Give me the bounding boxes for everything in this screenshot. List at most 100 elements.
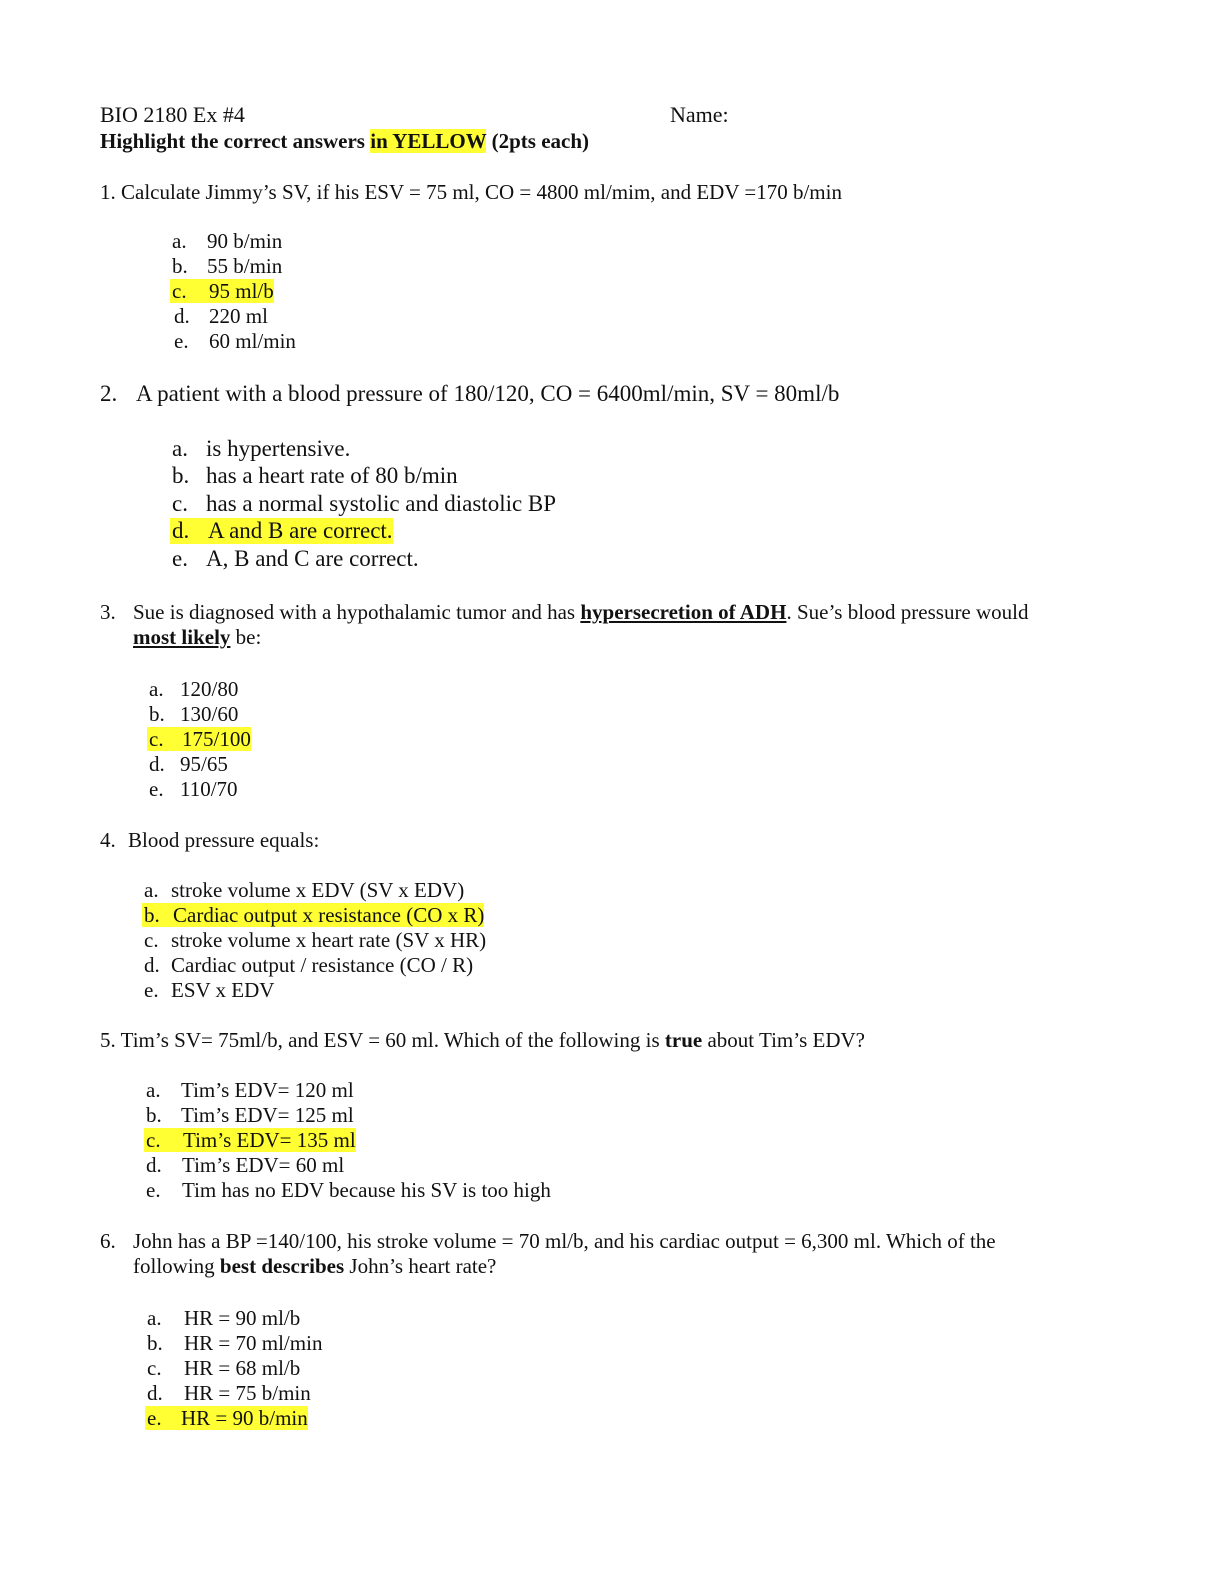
- question-text: Calculate Jimmy’s SV, if his ESV = 75 ml…: [121, 180, 842, 204]
- option-3d[interactable]: d. 95/65: [149, 752, 228, 776]
- question-text-mid: . Sue’s blood pressure would: [786, 600, 1029, 624]
- option-4e[interactable]: e. ESV x EDV: [144, 978, 274, 1002]
- question-4: 4. Blood pressure equals:: [100, 828, 319, 852]
- option-letter: c.: [172, 279, 187, 303]
- option-2d[interactable]: d. A and B are correct.: [170, 518, 393, 545]
- option-text: 120/80: [180, 677, 239, 701]
- option-5b[interactable]: b. Tim’s EDV= 125 ml: [146, 1103, 354, 1127]
- option-letter: a.: [149, 677, 164, 701]
- option-5c[interactable]: c.Tim’s EDV= 135 ml: [144, 1128, 356, 1153]
- option-6c[interactable]: c. HR = 68 ml/b: [147, 1356, 300, 1380]
- option-1c[interactable]: c.95 ml/b: [170, 279, 274, 304]
- option-letter: a.: [144, 878, 159, 902]
- option-3b[interactable]: b.130/60: [149, 702, 238, 726]
- option-text: Tim has no EDV because his SV is too hig…: [182, 1178, 551, 1202]
- option-text: 90 b/min: [207, 229, 283, 253]
- option-text: stroke volume x EDV (SV x EDV): [171, 878, 465, 902]
- option-3a[interactable]: a. 120/80: [149, 677, 238, 701]
- option-text: Tim’s EDV= 135 ml: [183, 1128, 356, 1152]
- option-1a[interactable]: a. 90 b/min: [172, 229, 282, 253]
- option-text: Tim’s EDV= 120 ml: [181, 1078, 354, 1102]
- option-6e[interactable]: e.HR = 90 b/min: [145, 1406, 308, 1431]
- question-number: 3.: [100, 600, 116, 624]
- option-letter: e.: [174, 329, 189, 353]
- option-letter: a.: [146, 1078, 161, 1102]
- option-letter: b.: [172, 254, 188, 278]
- option-text: Cardiac output / resistance (CO / R): [171, 953, 474, 977]
- option-letter: c.: [172, 491, 188, 516]
- option-text: ESV x EDV: [171, 978, 275, 1002]
- option-2e[interactable]: e.A, B and C are correct.: [172, 546, 419, 572]
- option-2c[interactable]: c. has a normal systolic and diastolic BP: [172, 491, 556, 517]
- question-text-post: about Tim’s EDV?: [702, 1028, 865, 1052]
- option-5a[interactable]: a. Tim’s EDV= 120 ml: [146, 1078, 354, 1102]
- question-text-bold2: most likely: [133, 625, 231, 649]
- question-text-line1: John has a BP =140/100, his stroke volum…: [133, 1229, 996, 1253]
- option-letter: c.: [147, 1356, 162, 1380]
- option-2b[interactable]: b.has a heart rate of 80 b/min: [172, 463, 458, 489]
- instruction-pre: Highlight the correct answers: [100, 129, 371, 153]
- question-number: 5.: [100, 1028, 116, 1052]
- option-letter: d.: [172, 518, 190, 543]
- option-text: has a normal systolic and diastolic BP: [206, 491, 557, 516]
- question-text-bold: true: [664, 1028, 703, 1052]
- option-text: HR = 68 ml/b: [184, 1356, 301, 1380]
- option-2a[interactable]: a.is hypertensive.: [172, 436, 350, 462]
- option-text: 110/70: [180, 777, 238, 801]
- option-letter: a.: [147, 1306, 162, 1330]
- option-letter: e.: [144, 978, 159, 1002]
- option-text: A and B are correct.: [208, 518, 393, 543]
- option-letter: e.: [149, 777, 164, 801]
- option-letter: d.: [144, 953, 160, 977]
- option-text: 95/65: [180, 752, 228, 776]
- option-letter: b.: [146, 1103, 162, 1127]
- instruction-highlight: in YELLOW: [370, 129, 487, 153]
- option-letter: d.: [147, 1381, 163, 1405]
- option-1d[interactable]: d.220 ml: [174, 304, 268, 328]
- option-5e[interactable]: e. Tim has no EDV because his SV is too h…: [146, 1178, 551, 1202]
- option-letter: b.: [149, 702, 165, 726]
- instructions: Highlight the correct answers in YELLOW …: [100, 129, 589, 153]
- question-text: Blood pressure equals:: [128, 828, 320, 852]
- question-text-post: be:: [230, 625, 262, 649]
- option-letter: d.: [149, 752, 165, 776]
- option-text: HR = 90 ml/b: [184, 1306, 301, 1330]
- question-text-pre: Tim’s SV= 75ml/b, and ESV = 60 ml. Which…: [120, 1028, 665, 1052]
- question-text-bold: best describes: [219, 1254, 345, 1278]
- question-1: 1. Calculate Jimmy’s SV, if his ESV = 75…: [100, 180, 842, 204]
- option-4c[interactable]: c.stroke volume x heart rate (SV x HR): [144, 928, 486, 952]
- option-6d[interactable]: d. HR = 75 b/min: [147, 1381, 311, 1405]
- question-text-bold: hypersecretion of ADH: [580, 600, 787, 624]
- option-6b[interactable]: b.HR = 70 ml/min: [147, 1331, 322, 1355]
- option-1b[interactable]: b.55 b/min: [172, 254, 282, 278]
- option-1e[interactable]: e.60 ml/min: [174, 329, 296, 353]
- question-number: 2.: [100, 381, 118, 406]
- option-letter: e.: [147, 1406, 162, 1430]
- question-text: A patient with a blood pressure of 180/1…: [136, 381, 840, 406]
- question-5: 5. Tim’s SV= 75ml/b, and ESV = 60 ml. Wh…: [100, 1028, 865, 1052]
- option-text: HR = 75 b/min: [184, 1381, 311, 1405]
- option-3e[interactable]: e. 110/70: [149, 777, 238, 801]
- option-5d[interactable]: d.Tim’s EDV= 60 ml: [146, 1153, 344, 1177]
- option-text: 175/100: [182, 727, 251, 751]
- option-letter: e.: [146, 1178, 161, 1202]
- option-4a[interactable]: a. stroke volume x EDV (SV x EDV): [144, 878, 464, 902]
- question-number: 1.: [100, 180, 116, 204]
- option-text: Tim’s EDV= 125 ml: [181, 1103, 354, 1127]
- option-letter: d.: [174, 304, 190, 328]
- option-letter: b.: [144, 903, 160, 927]
- option-letter: a.: [172, 229, 187, 253]
- question-3: 3.Sue is diagnosed with a hypothalamic t…: [100, 600, 1029, 624]
- instruction-post: (2pts each): [486, 129, 590, 153]
- question-number: 6.: [100, 1229, 116, 1253]
- option-4b[interactable]: b.Cardiac output x resistance (CO x R): [142, 903, 485, 928]
- option-4d[interactable]: d. Cardiac output / resistance (CO / R): [144, 953, 473, 977]
- question-number: 4.: [100, 828, 116, 852]
- option-6a[interactable]: a. HR = 90 ml/b: [147, 1306, 300, 1330]
- question-6-line2: following best describes John’s heart ra…: [133, 1254, 496, 1278]
- course-title: BIO 2180 Ex #4: [100, 102, 245, 127]
- option-text: is hypertensive.: [206, 436, 351, 461]
- option-text: stroke volume x heart rate (SV x HR): [171, 928, 487, 952]
- question-text-post: John’s heart rate?: [344, 1254, 497, 1278]
- option-3c[interactable]: c.175/100: [147, 727, 251, 752]
